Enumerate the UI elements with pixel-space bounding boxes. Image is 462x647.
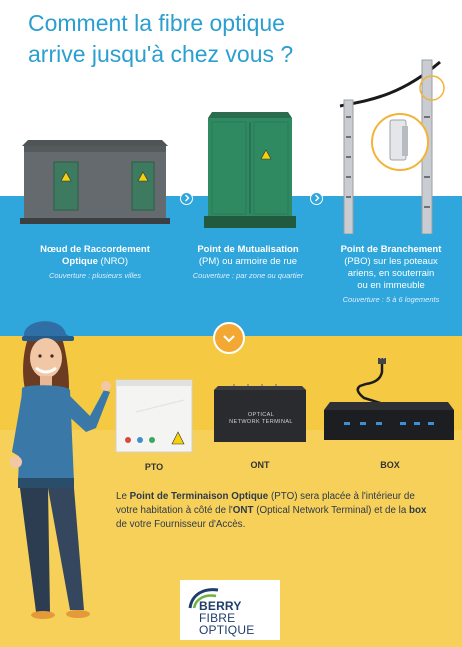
pm-label: Point de Mutualisation (PM) ou armoire d… [178, 244, 318, 282]
pbo-name-rest-line2: ariens, en souterrain [347, 268, 435, 279]
forward-arrow-2 [310, 192, 323, 205]
warning-icon [60, 171, 149, 182]
logo-line-3: OPTIQUE [199, 623, 255, 637]
nro-name-line1: Nœud de Raccordement [40, 244, 150, 255]
box-label: BOX [380, 460, 400, 470]
pbo-poles-illustration [339, 59, 445, 234]
desc-part-4: de votre Fournisseur d'Accès. [116, 519, 246, 530]
pbo-label: Point de Branchement (PBO) sur les potea… [324, 244, 458, 306]
page-title: Comment la fibre optique arrive jusqu'à … [28, 8, 328, 70]
pm-coverage: Couverture : par zone ou quartier [192, 271, 304, 280]
title-line-2: arrive jusqu'à chez vous ? [28, 41, 294, 67]
pbo-name-rest-line1: (PBO) sur les poteaux [344, 256, 438, 267]
down-arrow-badge [213, 322, 245, 354]
desc-part-2: (PTO) sera placée à l'intérieur de votre… [116, 491, 415, 516]
desc-bold-1: Point de Terminaison Optique [129, 491, 269, 502]
pto-description: Le Point de Terminaison Optique (PTO) se… [116, 490, 436, 532]
box-device-illustration [324, 358, 454, 440]
ont-screen-text: OPTICAL NETWORK TERMINAL [226, 412, 296, 426]
chevron-down-icon [223, 335, 235, 343]
fibre-swirl-icon [188, 588, 219, 609]
desc-part-1: Le [116, 491, 130, 502]
pbo-name-rest-line3: ou en immeuble [357, 280, 425, 291]
berry-fibre-optique-logo: BERRY FIBRE OPTIQUE [180, 580, 280, 640]
nro-building-illustration [20, 140, 170, 224]
pto-label: PTO [144, 462, 164, 472]
ont-device-illustration [214, 384, 306, 442]
title-line-1: Comment la fibre optique [28, 10, 285, 36]
ont-screen-line-1: OPTICAL [247, 412, 275, 418]
logo-line-2: FIBRE [199, 611, 236, 625]
nro-name-line2-bold: Optique [62, 256, 98, 267]
pbo-name-bold: Point de Branchement [340, 244, 442, 255]
pm-cabinet-illustration [204, 112, 296, 228]
desc-bold-3: box [409, 505, 427, 516]
pbo-coverage: Couverture : 5 à 6 logements [342, 295, 440, 304]
pm-name-rest: (PM) ou armoire de rue [198, 256, 298, 267]
desc-part-3: (Optical Network Terminal) et de la [253, 505, 410, 516]
desc-bold-2: ONT [232, 505, 254, 516]
nro-name-line2-rest: (NRO) [97, 256, 128, 267]
warning-icon [260, 149, 272, 160]
nro-label: Nœud de Raccordement Optique (NRO) Couve… [20, 244, 170, 282]
ont-label: ONT [250, 460, 270, 470]
forward-arrow-1 [180, 192, 193, 205]
pto-device-illustration [115, 379, 193, 453]
nro-coverage: Couverture : plusieurs villes [48, 271, 142, 280]
pm-name-bold: Point de Mutualisation [197, 244, 299, 255]
chevron-right-icon [314, 194, 319, 202]
warning-icon [171, 431, 185, 445]
chevron-right-icon [184, 194, 189, 202]
logo-line-1: BERRY [199, 599, 242, 613]
technician-woman-illustration [10, 321, 111, 619]
ont-screen-line-2: NETWORK TERMINAL [229, 419, 293, 425]
